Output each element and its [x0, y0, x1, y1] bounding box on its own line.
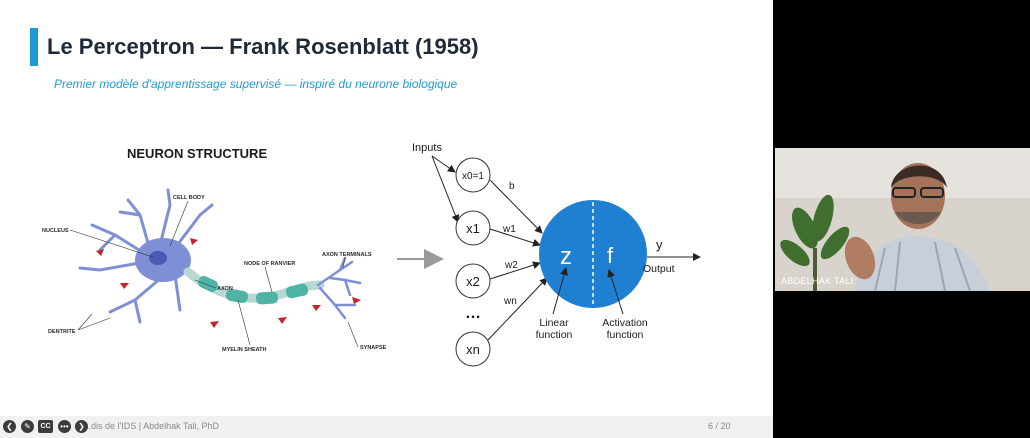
- neuron-heading: NEURON STRUCTURE: [127, 146, 267, 161]
- neuron-perceptron-figure: NEURON STRUCTURE: [42, 142, 701, 367]
- participant-name: ABDELHAK TALI: [781, 276, 854, 286]
- input-node-xn: xn: [466, 342, 480, 357]
- activation-symbol: f: [607, 243, 614, 268]
- title-accent-bar: [30, 28, 38, 66]
- presentation-slide: Le Perceptron — Frank Rosenblatt (1958) …: [0, 0, 773, 438]
- label-dentrite: DENTRITE: [48, 329, 76, 335]
- label-cell-body: CELL BODY: [173, 195, 205, 201]
- label-myelin-sheath: MYELIN SHEATH: [222, 347, 267, 353]
- linear-label-line1: Linear: [539, 317, 569, 329]
- label-axon: AXON: [217, 286, 233, 292]
- perceptron-diagram: Inputs x0=1 x1 x2 xn …: [412, 142, 701, 367]
- output-symbol: y: [656, 237, 663, 252]
- signal-arrows: [96, 238, 361, 328]
- footer-text: …dis de l'IDS | Abdelhak Tali, PhD: [82, 421, 219, 431]
- weight-wn: wn: [503, 296, 517, 307]
- slide-title: Le Perceptron — Frank Rosenblatt (1958): [47, 34, 479, 59]
- back-arrow-icon[interactable]: ❮: [3, 420, 16, 433]
- captions-icon[interactable]: CC: [38, 420, 53, 433]
- slide-footer: [0, 416, 773, 438]
- input-node-x0: x0=1: [462, 171, 484, 182]
- nucleus-shape: [149, 251, 167, 265]
- plant: [780, 194, 850, 291]
- input-node-x1: x1: [466, 221, 480, 236]
- slide-subtitle: Premier modèle d'apprentissage supervisé…: [54, 77, 458, 91]
- weight-w1: w1: [502, 224, 516, 235]
- participant-video[interactable]: [775, 148, 1030, 291]
- label-nucleus: NUCLEUS: [42, 228, 69, 234]
- person: [844, 163, 990, 291]
- forward-arrow-icon[interactable]: ❯: [75, 420, 88, 433]
- label-node-of-ranvier: NODE OF RANVIER: [244, 261, 295, 267]
- linear-label-line2: function: [536, 329, 573, 341]
- input-node-x2: x2: [466, 274, 480, 289]
- video-frame: [775, 148, 1030, 291]
- page-number: 6 / 20: [708, 421, 731, 431]
- label-axon-terminals: AXON TERMINALS: [322, 252, 372, 258]
- weight-w2: w2: [504, 260, 518, 271]
- neuron-drawing: [78, 188, 362, 328]
- pen-icon[interactable]: ✎: [21, 420, 34, 433]
- myelin-segments: [198, 275, 309, 305]
- activation-label-line1: Activation: [602, 317, 648, 329]
- output-label: Output: [643, 263, 675, 275]
- activation-label-line2: function: [607, 329, 644, 341]
- inputs-label: Inputs: [412, 142, 442, 154]
- sum-symbol: z: [560, 243, 572, 270]
- more-icon[interactable]: •••: [58, 420, 71, 433]
- label-synapse: SYNAPSE: [360, 345, 387, 351]
- ellipsis-dots: …: [465, 305, 481, 322]
- weight-b: b: [509, 181, 515, 192]
